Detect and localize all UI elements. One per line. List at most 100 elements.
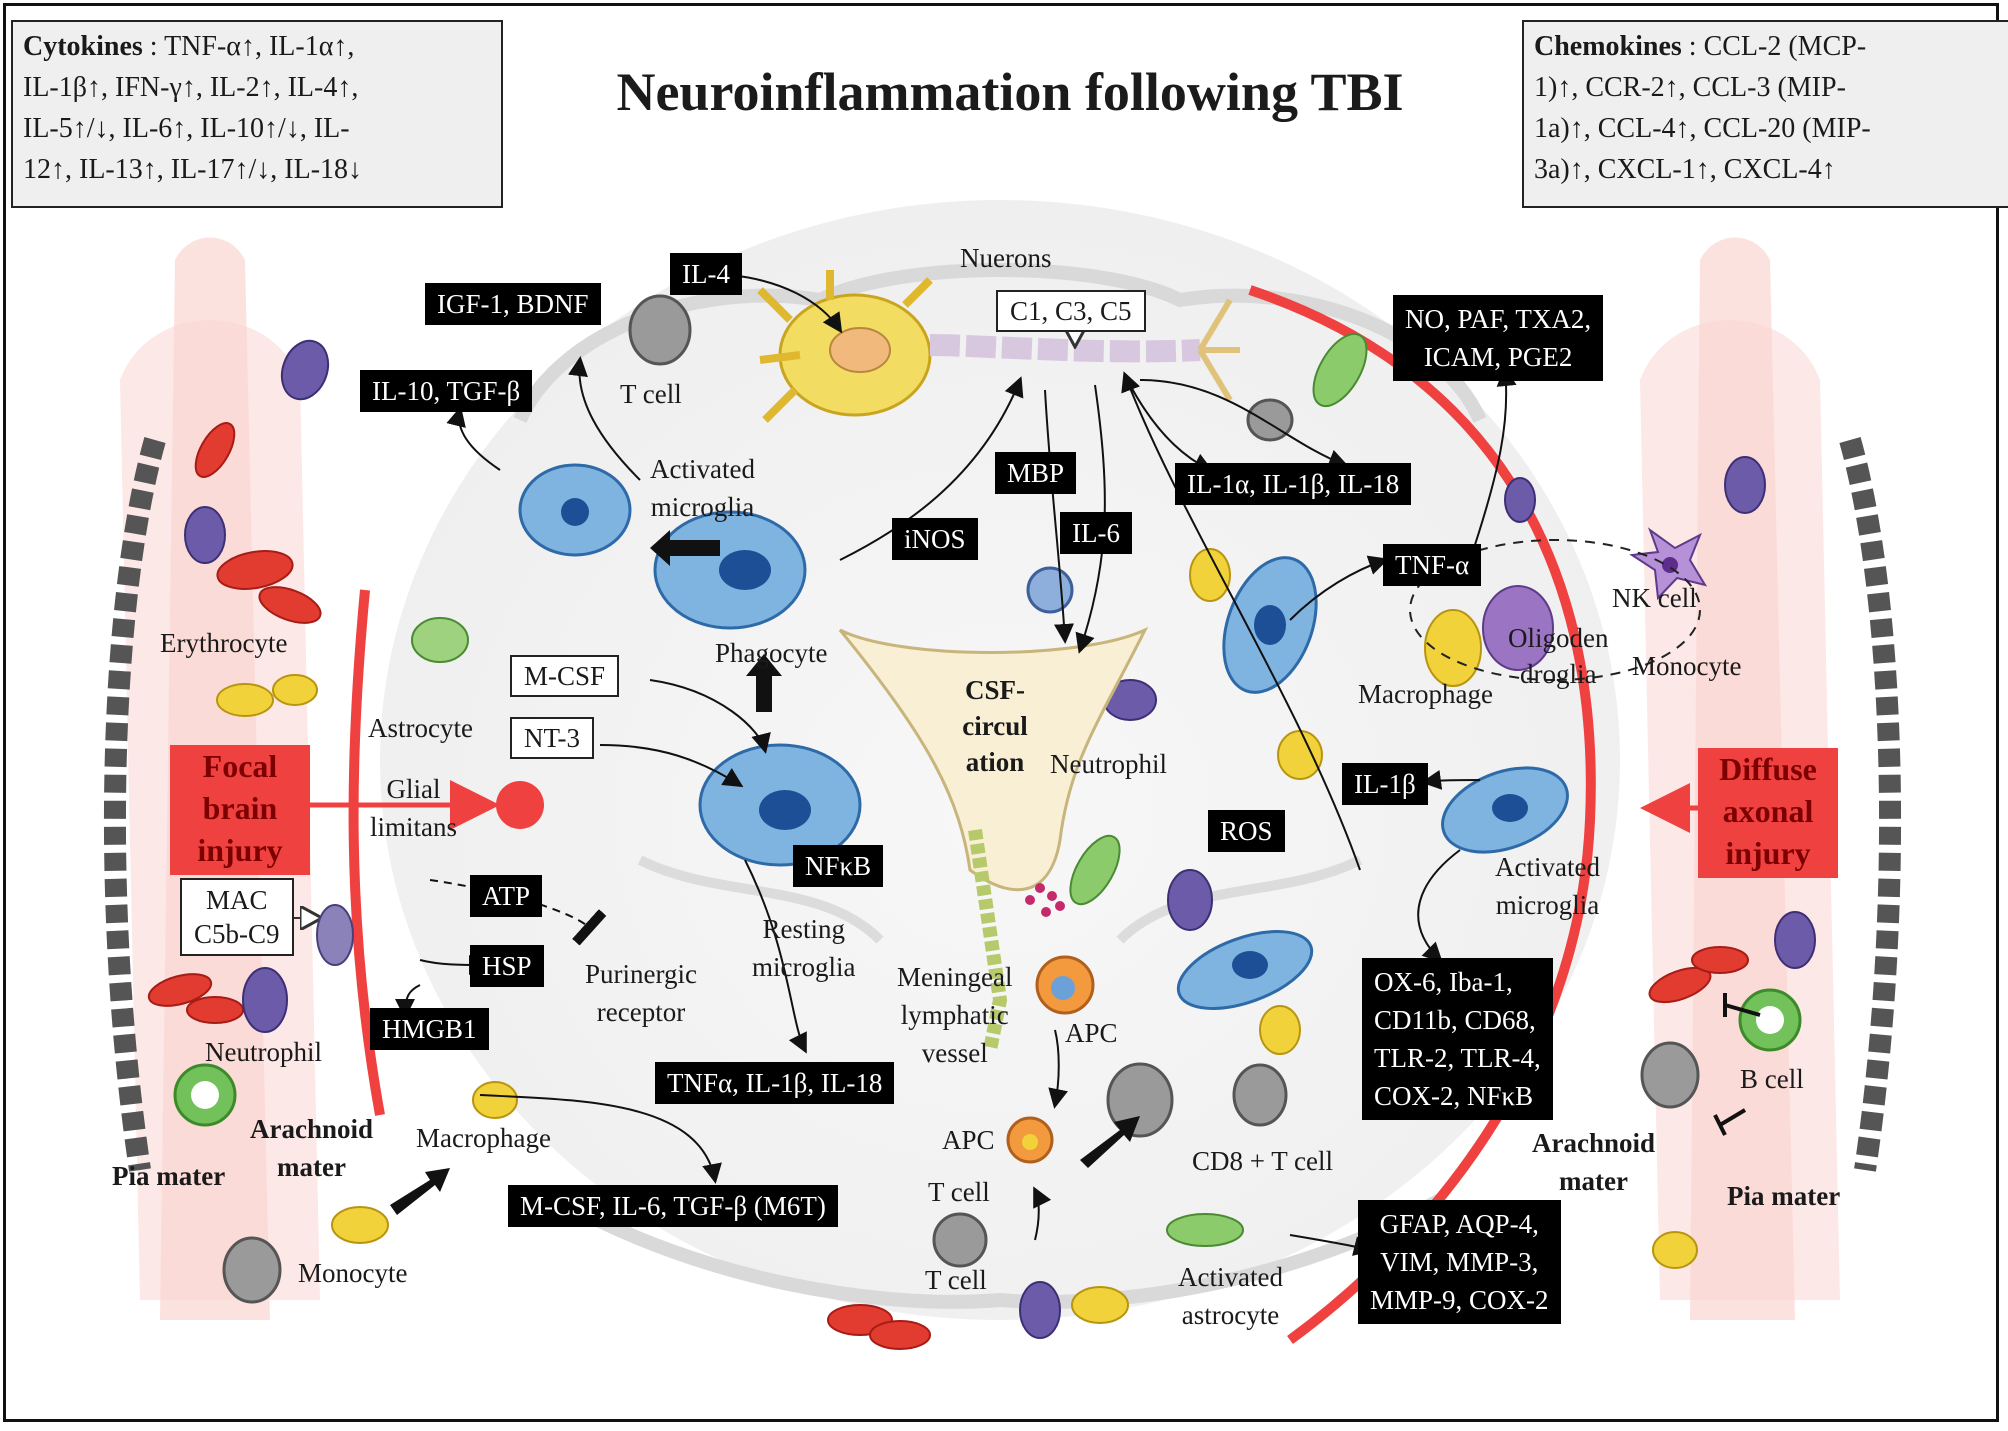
grey-t-cells bbox=[222, 294, 1700, 1304]
resting-microglia-label: Resting microglia bbox=[752, 910, 855, 986]
pia-mater-left-label: Pia mater bbox=[112, 1161, 226, 1191]
csf-line-1: CSF- bbox=[965, 675, 1025, 705]
gfap-markers-box: GFAP, AQP-4, VIM, MMP-3, MMP-9, COX-2 bbox=[1358, 1200, 1561, 1324]
apc-label-2: APC bbox=[942, 1125, 995, 1155]
mac-line-2: C5b-C9 bbox=[194, 919, 280, 949]
meningeal-line-3: vessel bbox=[921, 1038, 988, 1068]
igf-bdnf-box: IGF-1, BDNF bbox=[425, 283, 601, 325]
purinergic-receptor-label: Purinergic receptor bbox=[585, 955, 697, 1031]
ox6-line-2: CD11b, CD68, bbox=[1374, 1005, 1536, 1035]
glial-limitans-label: Glial limitans bbox=[370, 770, 457, 846]
act-micro-r-line-1: Activated bbox=[1495, 852, 1600, 882]
ox6-line-1: OX-6, Iba-1, bbox=[1374, 967, 1513, 997]
chemokines-line-2: 1)↑, CCR-2↑, CCL-3 (MIP- bbox=[1534, 72, 1846, 103]
t-cell-bottom-label-1: T cell bbox=[928, 1177, 990, 1207]
yellow-cells bbox=[216, 548, 1698, 1324]
gfap-line-3: MMP-9, COX-2 bbox=[1370, 1285, 1549, 1315]
no-line-1: NO, PAF, TXA2, bbox=[1405, 304, 1592, 334]
diffuse-line-3: injury bbox=[1725, 835, 1811, 871]
oligodendroglia-nk bbox=[1409, 527, 1708, 681]
act-astro-line-2: astrocyte bbox=[1181, 1300, 1280, 1330]
csf-line-3: ation bbox=[965, 747, 1025, 777]
tnfa-il1b-il18-box: TNFα, IL-1β, IL-18 bbox=[655, 1062, 895, 1104]
erythrocytes bbox=[147, 422, 1749, 1350]
act-micro-l-line-1: Activated bbox=[650, 454, 755, 484]
arachnoid-l-line-1: Arachnoid bbox=[250, 1114, 374, 1144]
meningeal-lymphatic-label: Meningeal lymphatic vessel bbox=[897, 958, 1012, 1072]
chemokines-label: Chemokines bbox=[1534, 31, 1682, 62]
phagocyte-label: Phagocyte bbox=[715, 638, 828, 668]
oligo-line-2: droglia bbox=[1520, 659, 1597, 689]
pathway-arrows bbox=[395, 274, 1517, 1256]
oligodendroglia-label: Oligoden droglia bbox=[1508, 620, 1609, 692]
il1b-box: IL-1β bbox=[1342, 763, 1428, 805]
page-title: Neuroinflammation following TBI bbox=[616, 62, 1404, 122]
purinergic-line-1: Purinergic bbox=[585, 959, 697, 989]
glial-line-2: limitans bbox=[370, 812, 457, 842]
activated-astrocyte-label: Activated astrocyte bbox=[1178, 1258, 1283, 1334]
gfap-line-2: VIM, MMP-3, bbox=[1380, 1247, 1539, 1277]
gfap-line-1: GFAP, AQP-4, bbox=[1379, 1209, 1539, 1239]
chemokines-line-1: : CCL-2 (MCP- bbox=[1688, 31, 1867, 62]
act-micro-r-line-2: microglia bbox=[1495, 890, 1600, 920]
act-micro-l-line-2: microglia bbox=[650, 492, 755, 522]
neutrophil-left-label: Neutrophil bbox=[205, 1037, 322, 1067]
thick-arrows bbox=[390, 530, 1140, 1215]
cytokines-line-4: 12↑, IL-13↑, IL-17↑/↓, IL-18↓ bbox=[23, 154, 363, 185]
csf-circulation-label: CSF- circul ation bbox=[955, 672, 1035, 780]
monocyte-right-label: Monocyte bbox=[1632, 651, 1742, 681]
cytokines-label: Cytokines bbox=[23, 31, 143, 62]
nuerons-label: Nuerons bbox=[960, 243, 1052, 273]
hmgb1-box: HMGB1 bbox=[370, 1008, 489, 1050]
mcsf-il6-tgfb-box: M-CSF, IL-6, TGF-β (M6T) bbox=[508, 1185, 838, 1227]
act-astro-line-1: Activated bbox=[1178, 1262, 1283, 1292]
resting-line-1: Resting bbox=[762, 914, 845, 944]
no-paf-txa2-box: NO, PAF, TXA2, ICAM, PGE2 bbox=[1393, 295, 1604, 381]
ox6-line-4: COX-2, NFκB bbox=[1374, 1081, 1534, 1111]
purinergic-line-2: receptor bbox=[596, 997, 686, 1027]
arachnoid-l-line-2: mater bbox=[277, 1152, 346, 1182]
pia-mater-right-label: Pia mater bbox=[1727, 1181, 1841, 1211]
apc-label-1: APC bbox=[1065, 1018, 1118, 1048]
green-cells bbox=[173, 332, 1802, 1247]
nt3-box: NT-3 bbox=[510, 717, 595, 759]
ros-box: ROS bbox=[1208, 810, 1285, 852]
b-cell-label: B cell bbox=[1740, 1064, 1804, 1094]
arachnoid-r-line-1: Arachnoid bbox=[1532, 1128, 1656, 1158]
oligo-line-1: Oligoden bbox=[1508, 623, 1609, 653]
inos-box: iNOS bbox=[892, 518, 978, 560]
macrophage-left-label: Macrophage bbox=[416, 1123, 551, 1153]
mac-cell bbox=[316, 904, 354, 966]
mcsf-box: M-CSF bbox=[510, 655, 620, 697]
complement-box: C1, C3, C5 bbox=[996, 290, 1146, 332]
no-line-2: ICAM, PGE2 bbox=[1423, 342, 1573, 372]
mbp-box: MBP bbox=[995, 452, 1077, 494]
activated-microglia-left-label: Activated microglia bbox=[650, 450, 755, 526]
mac-line-1: MAC bbox=[206, 885, 268, 915]
diffuse-axonal-injury-box: Diffuse axonal injury bbox=[1698, 748, 1838, 878]
il4-box: IL-4 bbox=[670, 253, 742, 295]
macrophage-right-label: Macrophage bbox=[1358, 679, 1493, 709]
cytokines-box: Cytokines : TNF-α↑, IL-1α↑, IL-1β↑, IFN-… bbox=[11, 20, 503, 208]
atp-box: ATP bbox=[470, 875, 543, 917]
t-cell-bottom-label-2: T cell bbox=[925, 1265, 987, 1295]
csf-line-2: circul bbox=[962, 711, 1028, 741]
focal-brain-injury-box: Focal brain injury bbox=[170, 745, 310, 875]
monocyte-left-label: Monocyte bbox=[298, 1258, 408, 1288]
astrocyte-label: Astrocyte bbox=[368, 713, 473, 743]
microglia-nuclei bbox=[561, 498, 1528, 979]
cd8-t-cell-label: CD8 + T cell bbox=[1192, 1146, 1333, 1176]
injury-arrows bbox=[310, 780, 1700, 833]
focal-line-2: brain bbox=[202, 790, 278, 826]
cytokines-line-2: IL-1β↑, IFN-γ↑, IL-2↑, IL-4↑, bbox=[23, 72, 359, 103]
arachnoid-r-line-2: mater bbox=[1559, 1166, 1628, 1196]
diffuse-line-2: axonal bbox=[1722, 793, 1814, 829]
inhibition-marks bbox=[1713, 993, 1761, 1136]
neuron bbox=[757, 270, 1240, 423]
cytokines-line-1: : TNF-α↑, IL-1α↑, bbox=[149, 31, 355, 62]
chemokines-line-3: 1a)↑, CCL-4↑, CCL-20 (MIP- bbox=[1534, 113, 1871, 144]
t-cell-top-label: T cell bbox=[620, 379, 682, 409]
arachnoid-mater-left-label: Arachnoid mater bbox=[250, 1110, 373, 1186]
diffuse-line-1: Diffuse bbox=[1719, 751, 1817, 787]
